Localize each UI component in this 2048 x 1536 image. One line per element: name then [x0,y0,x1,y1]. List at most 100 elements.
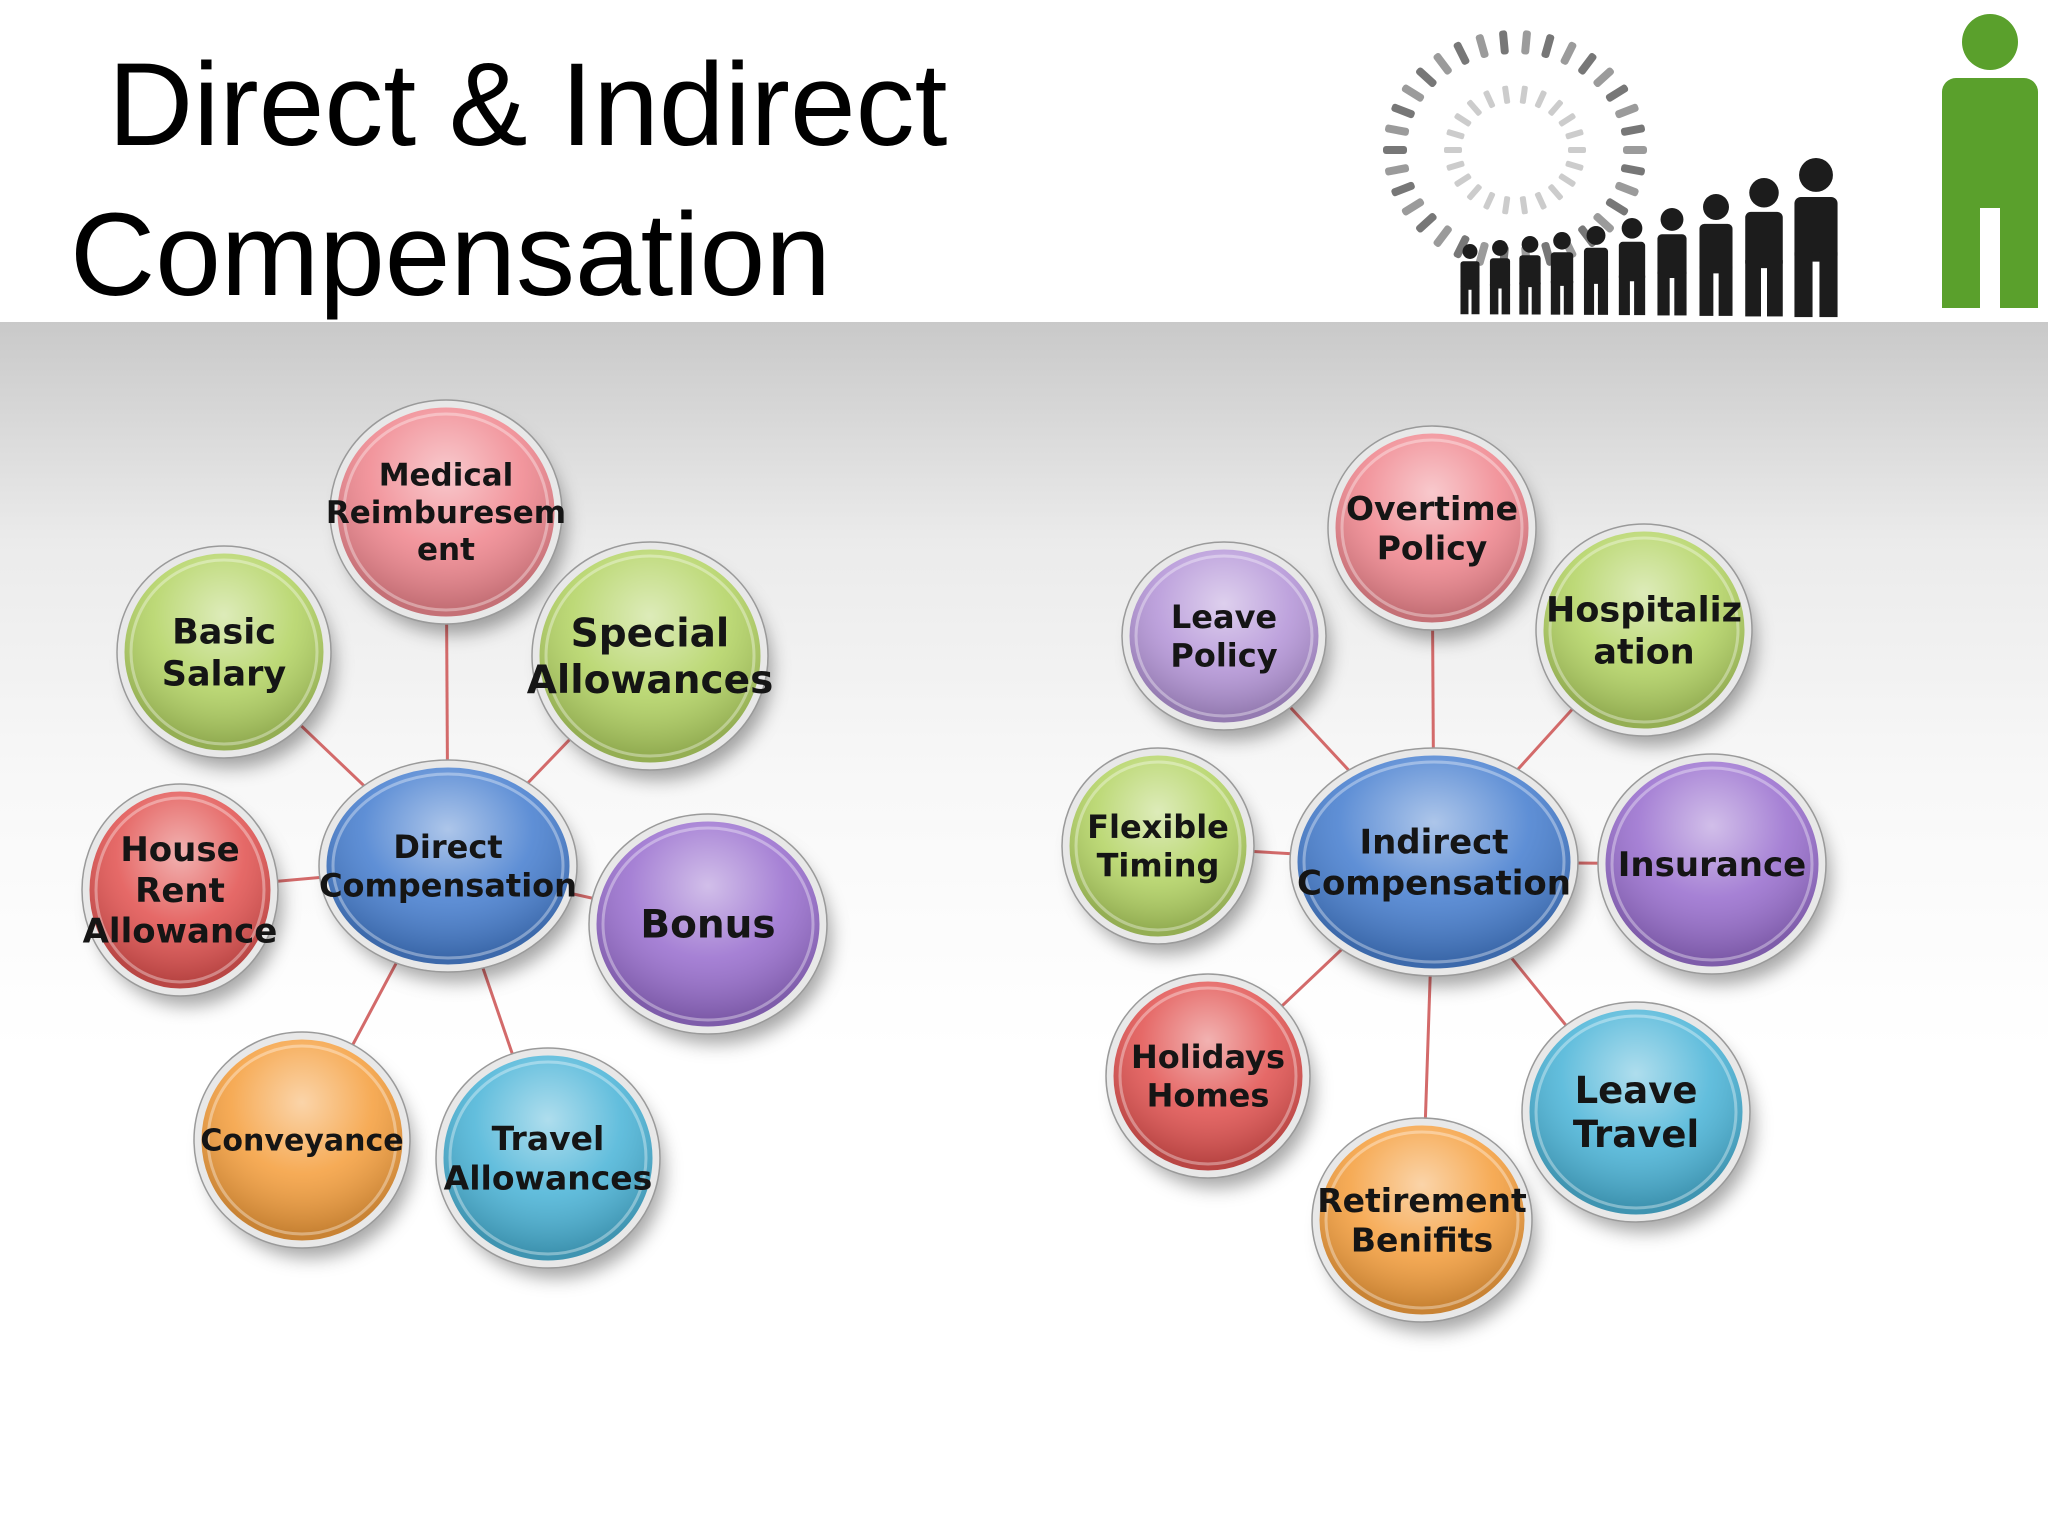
node-inner-rim [1340,438,1524,618]
node-inner-rim [94,796,266,984]
conveyance-node: Conveyance [193,1031,411,1249]
person-figure-4 [1550,232,1574,315]
node-ring-edge [1327,425,1537,631]
node-ring [589,814,827,1034]
node-gloss [1332,430,1532,626]
node-inner-rim [206,1044,398,1236]
person-figure-5 [1583,226,1609,315]
node-gloss [1066,752,1250,940]
node-ring-edge [435,1047,661,1269]
node-inner-rim [1324,1130,1520,1310]
node-label-line: Homes [1147,1076,1270,1114]
bonus-node: Bonus [588,813,828,1035]
node-ring [436,1048,660,1268]
green-person-figure [1942,14,2038,308]
node-label-line: Flexible [1087,808,1229,846]
node-ring [1290,748,1578,976]
node-gloss [1540,528,1748,732]
node-ring-edge [318,759,578,973]
title-line-1: Direct & Indirect [108,39,948,171]
node-label-line: Medical [379,458,514,494]
node-inner-rim [1534,1014,1738,1210]
node-ring [1522,1002,1750,1222]
node-inner-rim [601,826,815,1022]
node-label-line: House [120,830,239,870]
node-gloss [121,550,327,754]
node-ring-edge [329,399,563,625]
node-label-line: Rent [135,871,225,911]
node-gloss [1126,546,1322,726]
node-label-line: Leave [1171,598,1277,636]
node-gloss [1294,752,1574,972]
node-label-line: Bonus [640,903,775,948]
node-label-line: Allowance [83,912,278,952]
node-inner-rim [448,1060,648,1256]
node-inner-rim [1134,554,1314,718]
node-inner-rim [1074,760,1242,932]
node-ring [1598,754,1826,974]
node-label-line: Reimburesem [326,495,566,531]
node-ring [1062,748,1254,944]
node-ring-edge [1289,747,1579,977]
node-label-line: ent [417,532,475,568]
node-inner-rim [1302,760,1566,964]
slide-title: Direct & Indirect Compensation [70,30,947,330]
node-ring-edge [1521,1001,1751,1223]
node-gloss [323,764,573,968]
node-label-line: Hospitaliz [1546,590,1742,630]
insurance-node: Insurance [1597,753,1827,975]
node-label-line: Holidays [1131,1038,1285,1076]
node-label-line: Retirement [1317,1181,1527,1220]
node-gloss [593,818,823,1030]
node-label-line: Leave [1575,1069,1698,1112]
node-ring [1106,974,1310,1178]
node-ring-edge [1105,973,1311,1179]
node-label-line: Compensation [319,866,577,904]
person-figure-3 [1519,236,1541,315]
node-gloss [198,1036,406,1244]
indirect-compensation-cluster: OvertimePolicyLeavePolicyHospitalization… [1061,425,1827,1323]
node-ring [1312,1118,1532,1322]
node-ring [82,784,278,996]
node-label-line: Policy [1170,636,1277,674]
node-ring-edge [1061,747,1255,945]
person-figure-6 [1618,218,1646,316]
node-ring-edge [1535,523,1753,737]
node-inner-rim [1548,536,1740,724]
node-label-line: Compensation [1297,863,1571,903]
node-inner-rim [1118,986,1298,1166]
node-label-line: Salary [162,654,287,694]
node-label-line: Allowances [527,658,774,703]
node-label-line: Benifits [1351,1220,1493,1259]
header: Direct & Indirect Compensation [0,0,2048,322]
node-ring-edge [81,783,279,997]
node-gloss [1526,1006,1746,1218]
node-ring [532,542,768,770]
person-figure-2 [1489,240,1511,315]
node-label-line: Indirect [1359,823,1508,863]
person-figure-9 [1745,178,1783,317]
node-ring [194,1032,410,1248]
node-ring [319,760,577,972]
node-gloss [1110,978,1306,1174]
node-ring-edge [1311,1117,1533,1323]
node-label-line: Travel [492,1119,605,1158]
node-label-line: Conveyance [200,1124,403,1159]
person-figure-1 [1460,244,1480,315]
node-ring-edge [1597,753,1827,975]
node-ring [1122,542,1326,730]
node-label-line: Insurance [1618,845,1806,885]
node-inner-rim [342,412,550,612]
